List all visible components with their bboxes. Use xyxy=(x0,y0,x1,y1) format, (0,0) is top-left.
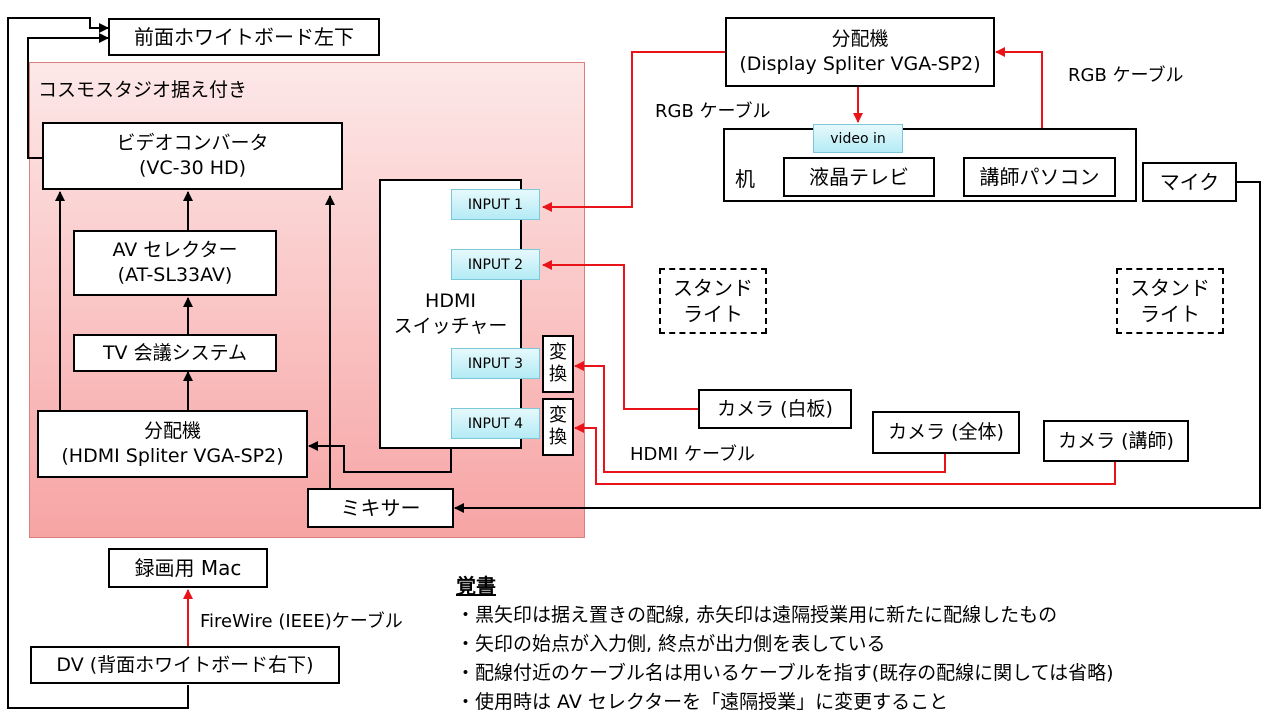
camera-lecturer-box: カメラ (講師) xyxy=(1043,420,1189,462)
desk-label: 机 xyxy=(735,167,755,191)
converter-4: 変 換 xyxy=(542,398,574,456)
lecturer-pc-box: 講師パソコン xyxy=(963,157,1116,197)
av-selector-box: AV セレクター (AT-SL33AV) xyxy=(73,230,277,296)
tv-conference-box: TV 会議システム xyxy=(73,334,277,372)
recording-mac-box: 録画用 Mac xyxy=(108,548,268,588)
stand-light-2-line1: スタンド xyxy=(1130,276,1210,300)
converter-4-line2: 換 xyxy=(549,427,567,448)
video-in-port: video in xyxy=(813,124,903,153)
camera-board-box: カメラ (白板) xyxy=(698,389,852,429)
hdmi-splitter-box: 分配機 (HDMI Spliter VGA-SP2) xyxy=(37,410,308,478)
mixer-box: ミキサー xyxy=(307,488,454,528)
lecturer-pc-label: 講師パソコン xyxy=(979,165,1100,189)
stand-light-2: スタンド ライト xyxy=(1116,268,1224,334)
video-converter-model: (VC-30 HD) xyxy=(138,157,247,179)
dv-box: DV (背面ホワイトボード右下) xyxy=(30,646,340,684)
cable-label-firewire: FireWire (IEEE)ケーブル xyxy=(200,611,403,632)
input-port-1: INPUT 1 xyxy=(451,189,540,220)
tv-conference-label: TV 会議システム xyxy=(102,341,248,364)
hdmi-switcher-line2: スイッチャー xyxy=(393,315,508,337)
cable-label-hdmi: HDMI ケーブル xyxy=(630,444,755,465)
memo-item: ・配線付近のケーブル名は用いるケーブルを指す(既存の配線に関しては省略) xyxy=(456,662,1114,684)
input-port-4: INPUT 4 xyxy=(451,408,540,439)
av-selector-model: (AT-SL33AV) xyxy=(117,264,233,286)
display-splitter-model: (Display Spliter VGA-SP2) xyxy=(739,53,981,75)
input-port-2: INPUT 2 xyxy=(451,249,540,280)
lcd-tv-label: 液晶テレビ xyxy=(809,165,909,189)
region-title: コスモスタジオ据え付き xyxy=(38,79,248,101)
stand-light-1-line1: スタンド xyxy=(673,276,753,300)
wire-mic-to-mixer xyxy=(454,181,1261,513)
wire-dv-loop xyxy=(7,17,189,709)
wire-camera-all-to-input3 xyxy=(574,361,946,473)
mic-box: マイク xyxy=(1142,162,1237,202)
camera-all-box: カメラ (全体) xyxy=(872,411,1020,454)
stand-light-1-line2: ライト xyxy=(683,302,743,326)
whiteboard-front-box: 前面ホワイトボード左下 xyxy=(108,18,380,56)
input-port-3: INPUT 3 xyxy=(451,348,540,379)
video-converter-box: ビデオコンバータ (VC-30 HD) xyxy=(42,122,343,190)
hdmi-switcher-box: HDMI スイッチャー xyxy=(379,179,522,449)
display-splitter-name: 分配機 xyxy=(831,28,889,51)
stand-light-2-line2: ライト xyxy=(1140,302,1200,326)
lcd-tv-box: 液晶テレビ xyxy=(783,157,935,197)
converter-4-line1: 変 xyxy=(549,405,567,427)
camera-lecturer-label: カメラ (講師) xyxy=(1058,429,1174,452)
camera-all-label: カメラ (全体) xyxy=(888,421,1004,444)
hdmi-splitter-model: (HDMI Spliter VGA-SP2) xyxy=(61,445,284,467)
converter-3-line1: 変 xyxy=(549,342,567,364)
dv-label: DV (背面ホワイトボード右下) xyxy=(56,653,314,676)
hdmi-switcher-line1: HDMI xyxy=(425,290,476,313)
memo-item: ・黒矢印は据え置きの配線, 赤矢印は遠隔授業用に新たに配線したもの xyxy=(456,604,1058,626)
wire-display-splitter-to-input1 xyxy=(542,51,725,212)
converter-3: 変 換 xyxy=(542,335,574,393)
camera-board-label: カメラ (白板) xyxy=(717,397,833,420)
wire-switcher-to-splitter xyxy=(308,441,452,473)
cable-label-rgb-right: RGB ケーブル xyxy=(1068,65,1184,86)
mic-label: マイク xyxy=(1159,170,1220,194)
cable-label-rgb-left: RGB ケーブル xyxy=(655,101,771,122)
av-selector-name: AV セレクター xyxy=(112,239,238,262)
hdmi-splitter-name: 分配機 xyxy=(143,420,201,443)
stand-light-1: スタンド ライト xyxy=(659,268,767,334)
whiteboard-front-label: 前面ホワイトボード左下 xyxy=(134,25,354,49)
wire-camera-board-to-input2 xyxy=(542,260,698,410)
wire-converter-to-whiteboard xyxy=(27,33,109,159)
mixer-label: ミキサー xyxy=(340,496,421,520)
converter-3-line2: 換 xyxy=(549,364,567,385)
wire-camera-lecturer-to-input4 xyxy=(574,423,1116,485)
wire-pc-to-display-splitter xyxy=(995,47,1043,157)
display-splitter-box: 分配機 (Display Spliter VGA-SP2) xyxy=(725,17,995,87)
memo-title: 覚書 xyxy=(456,574,496,598)
memo-item: ・矢印の始点が入力側, 終点が出力側を表している xyxy=(456,633,886,655)
video-converter-name: ビデオコンバータ xyxy=(116,132,269,155)
recording-mac-label: 録画用 Mac xyxy=(134,556,242,580)
memo-item: ・使用時は AV セレクターを「遠隔授業」に変更すること xyxy=(456,691,949,713)
